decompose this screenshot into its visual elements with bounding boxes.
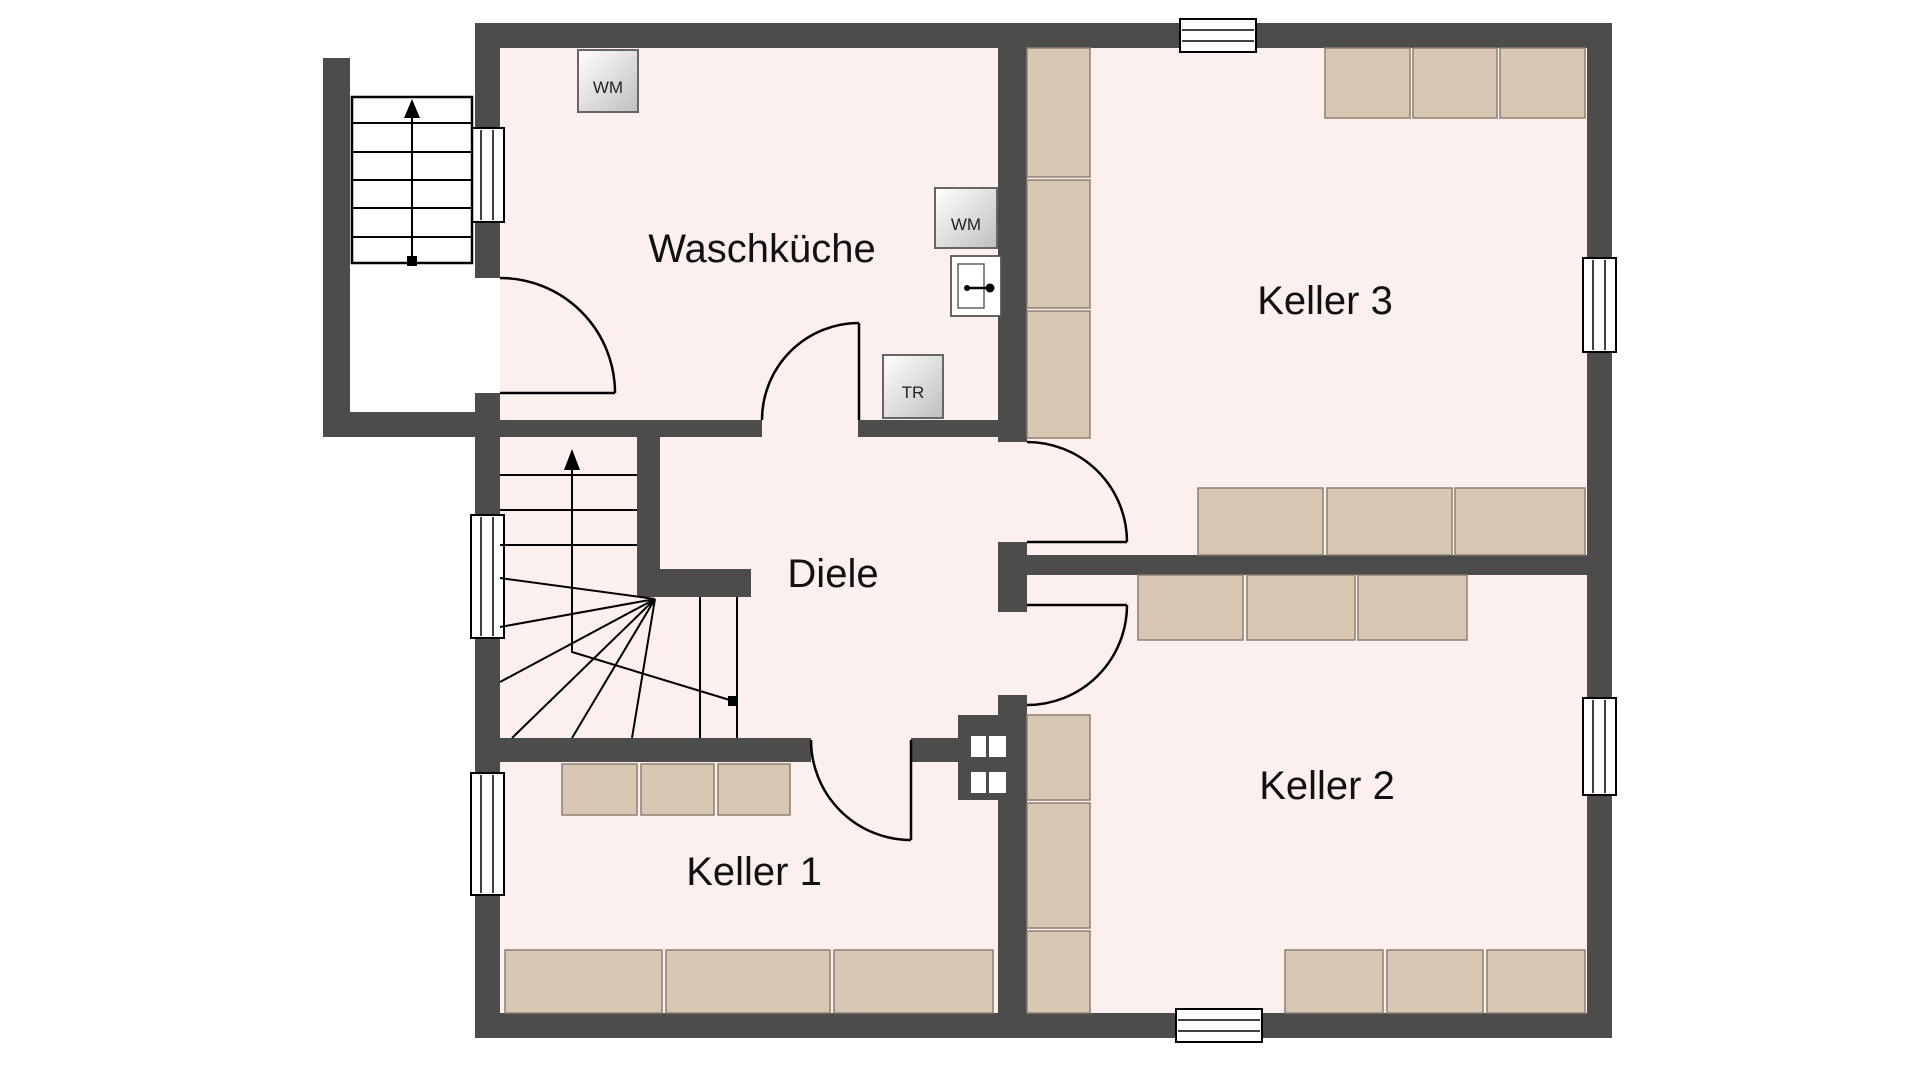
meter-box-icon [958,715,1027,800]
wall-keller1-top-left [475,738,811,762]
sink-icon [950,255,1002,317]
shelf-block [1026,310,1091,439]
wall-top [475,23,1612,48]
room-label-keller2: Keller 2 [1259,764,1395,808]
shelf-block [1197,487,1324,556]
windows [470,18,1617,1043]
window-icon [1582,257,1617,353]
shelf-block [1246,574,1356,641]
shelf-block [1357,574,1468,641]
window-icon [470,772,505,896]
window-icon [1582,697,1617,796]
doors [499,276,1129,842]
washing-machine-icon: WM [934,187,998,249]
washing-machine-icon: WM [577,49,639,113]
shelf-block [640,763,715,816]
shelf-block [1412,47,1498,119]
wall-left-lower [475,393,500,1038]
door-diele-keller1 [809,739,913,842]
washing-machine-label: WM [593,78,623,97]
wall-middle-upper [998,48,1027,442]
shelf-block [1137,574,1244,641]
room-label-diele: Diele [787,552,878,596]
shelf-block [1284,949,1384,1014]
room-label-keller1: Keller 1 [686,850,822,894]
stair-direction-arrow-icon [564,449,738,706]
shelf-block [1326,487,1453,556]
dryer-label: TR [902,383,925,402]
door-diele-keller3 [1026,440,1129,544]
walls [323,23,1612,1038]
door-diele-keller2 [1026,603,1129,707]
shelf-block [833,949,994,1014]
stair-direction-arrow-icon [404,99,420,266]
wall-keller3-keller2-divider [1027,555,1587,575]
window-icon [1179,18,1257,53]
room-label-waschkueche: Waschküche [648,227,876,271]
shelf-block [665,949,831,1014]
exterior-staircase [350,95,474,266]
shelf-block [1386,949,1484,1014]
shelf-block [1454,487,1586,556]
shelf-block [1026,47,1091,178]
wall-stairwell-right [637,437,660,597]
wall-exterior-stair-left [323,58,350,437]
wall-right [1587,23,1612,1038]
window-icon [470,127,505,223]
wall-bottom [475,1013,1612,1038]
door-diele-waschkueche [760,321,861,421]
wall-waschkueche-bottom-left [500,420,762,437]
shelf-block [1499,47,1586,119]
shelf-block [504,949,663,1014]
wall-middle-center [998,542,1027,612]
dryer-icon: TR [882,354,944,419]
shelf-block [1486,949,1586,1014]
shelf-block [1026,802,1091,929]
shelf-block [1026,714,1091,801]
shelf-block [561,763,638,816]
window-icon [470,514,505,639]
door-exterior-waschkueche [499,276,617,395]
appliances: WM WM TR [577,49,1002,419]
shelf-block [1324,47,1411,119]
shelf-block [717,763,791,816]
wall-waschkueche-bottom-right [858,420,998,437]
interior-staircase [499,449,738,739]
shelf-block [1026,179,1091,309]
wall-stairwell-corner [637,569,751,597]
shelving [504,47,1586,1014]
wall-exterior-stair-bottom [323,412,477,437]
shelf-block [1026,930,1091,1014]
window-icon [1175,1008,1263,1043]
room-label-keller3: Keller 3 [1257,279,1393,323]
washing-machine-label: WM [951,215,981,234]
